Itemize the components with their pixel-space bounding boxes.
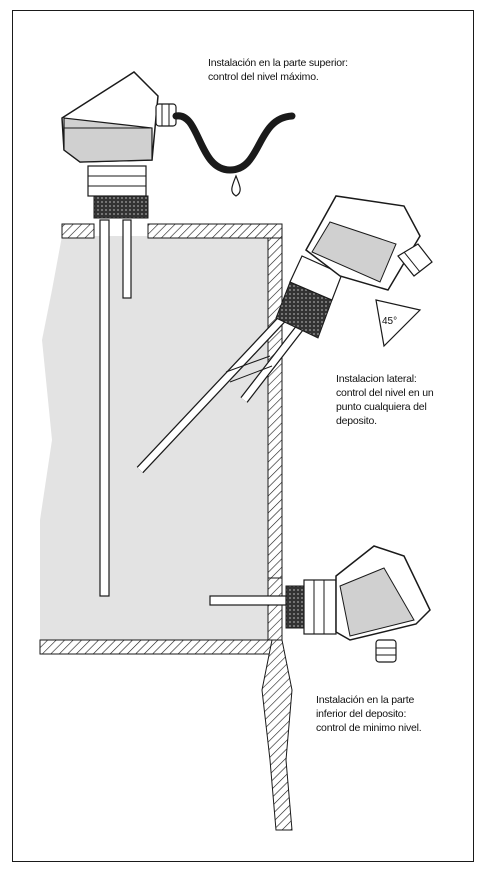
tank-bottom-wall (39, 639, 273, 655)
top-sensor (61, 71, 296, 597)
caption-side-line-3: punto cualquiera del (336, 401, 427, 413)
tank-top-wall-left (61, 223, 95, 239)
support-wall (261, 639, 293, 831)
caption-side-installation: Instalacion lateral: control del nivel e… (336, 372, 434, 428)
tank-top-wall-right (147, 223, 283, 239)
caption-bottom-line-2: inferior del deposito: (316, 708, 407, 720)
caption-side-line-1: Instalacion lateral: (336, 373, 417, 385)
caption-top-line-1: Instalación en la parte superior: (208, 57, 348, 69)
tank-interior (40, 236, 268, 640)
bottom-flange-wall (267, 577, 283, 641)
caption-side-line-4: deposito. (336, 415, 377, 427)
angle-marker: 45° (375, 299, 422, 348)
caption-top-line-2: control del nivel máximo. (208, 71, 319, 83)
angle-label: 45° (382, 316, 397, 327)
caption-bottom-installation: Instalación en la parte inferior del dep… (316, 693, 422, 735)
caption-side-line-2: control del nivel en un (336, 387, 434, 399)
tank-right-wall (267, 237, 283, 579)
side-sensor (136, 195, 433, 474)
bottom-sensor (209, 545, 431, 663)
caption-bottom-line-1: Instalación en la parte (316, 694, 415, 706)
caption-bottom-line-3: control de minimo nivel. (316, 722, 422, 734)
caption-top-installation: Instalación en la parte superior: contro… (208, 56, 348, 84)
